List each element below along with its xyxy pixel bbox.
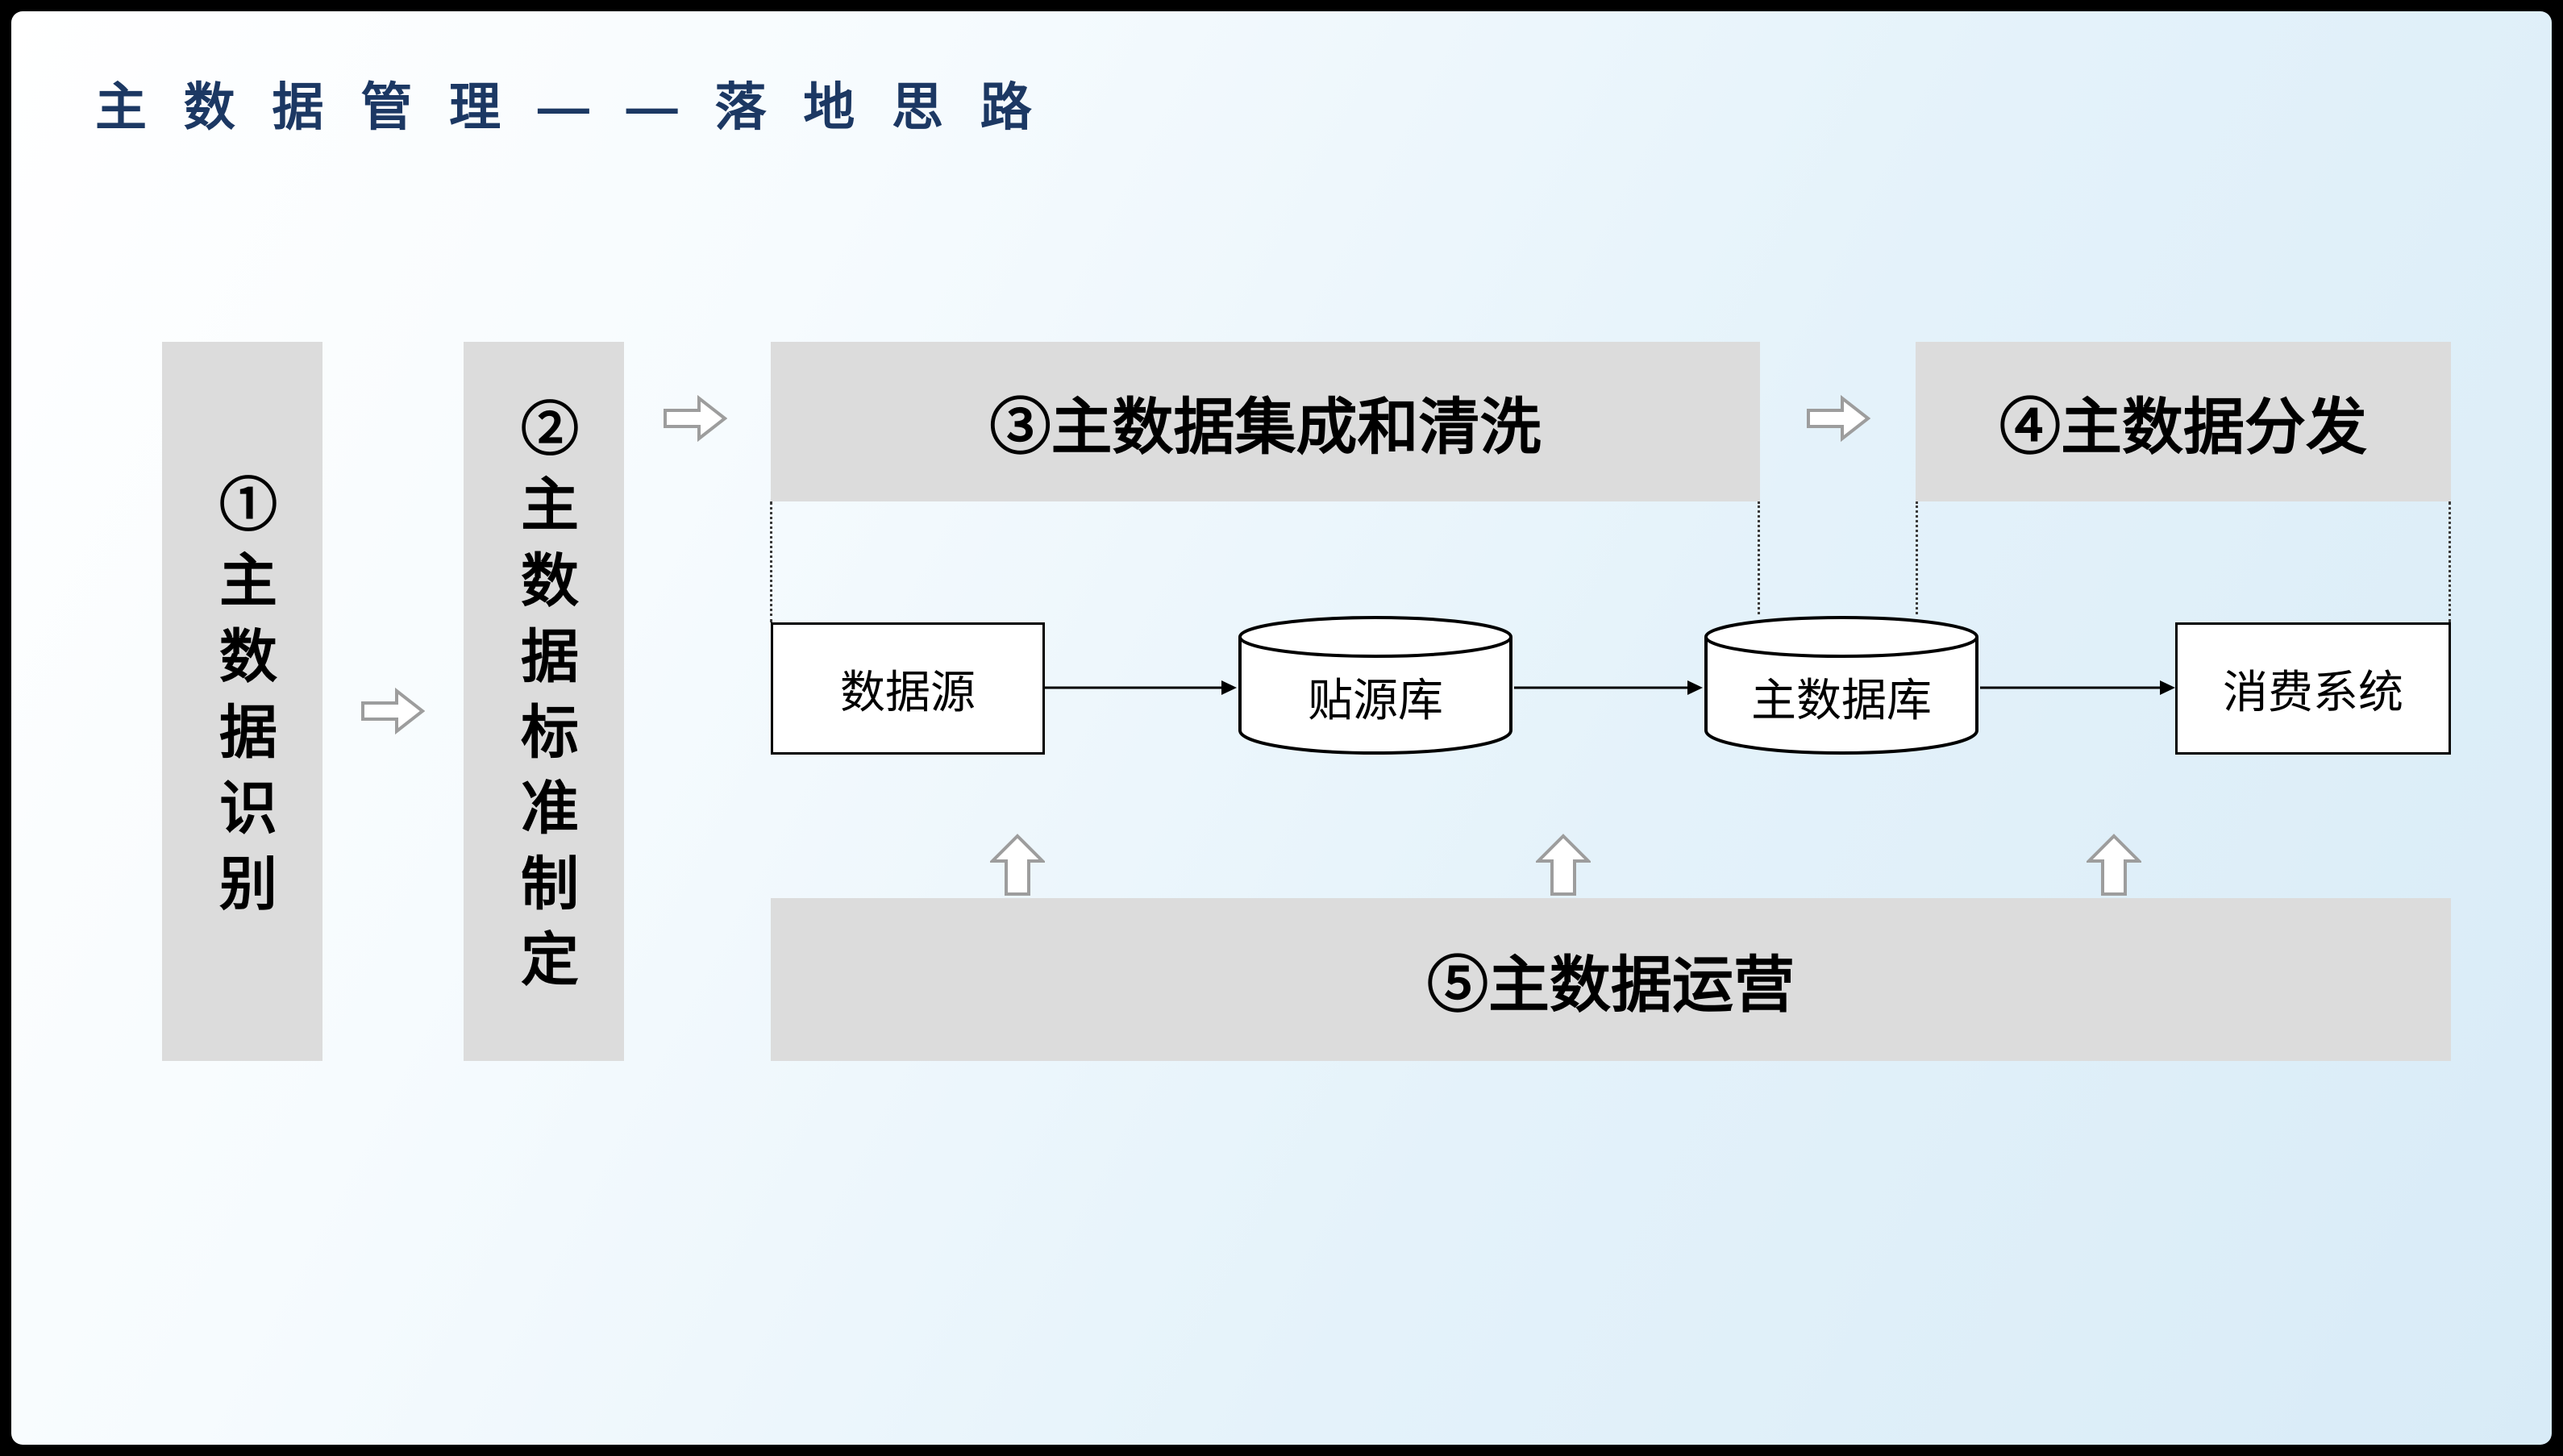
right-arrow-icon [664,394,727,443]
step1-label: ①主数据识别 [210,474,275,929]
step3-box: ③主数据集成和清洗 [771,342,1760,501]
node-data-source-label: 数据源 [840,666,976,718]
dotted-connector [1758,501,1760,614]
page-title: 主 数 据 管 理 — — 落 地 思 路 [95,78,1043,136]
node-master-db-label: 主数据库 [1751,674,1932,726]
up-arrow-icon [990,834,1045,896]
step1-box: ①主数据识别 [162,342,322,1061]
up-arrow-icon [1536,834,1591,896]
step5-bar: ⑤主数据运营 [771,898,2451,1061]
right-arrow-icon [361,687,425,735]
step3-label: ③主数据集成和清洗 [989,393,1542,462]
node-consumer-system: 消费系统 [2175,622,2451,755]
flow-line-arrow-icon [1045,680,1237,695]
up-arrow-icon [2087,834,2141,896]
step5-label: ⑤主数据运营 [1427,951,1795,1020]
node-data-source: 数据源 [771,622,1045,755]
node-master-db: 主数据库 [1703,614,1980,755]
right-arrow-icon [1807,394,1870,443]
flow-line-arrow-icon [1514,680,1703,695]
node-staging-db: 贴源库 [1237,614,1514,755]
database-cylinder-icon [1238,616,1512,755]
dotted-connector [2449,501,2451,622]
step2-label: ②主数据标准制定 [511,398,576,1005]
step4-box: ④主数据分发 [1916,342,2451,501]
database-cylinder-icon [1704,616,1978,755]
node-consumer-system-label: 消费系统 [2223,666,2403,718]
step4-label: ④主数据分发 [1999,393,2367,462]
dotted-connector [770,501,772,622]
flow-line-arrow-icon [1980,680,2175,695]
node-staging-db-label: 贴源库 [1308,674,1443,726]
step2-box: ②主数据标准制定 [464,342,624,1061]
dotted-connector [1916,501,1918,614]
